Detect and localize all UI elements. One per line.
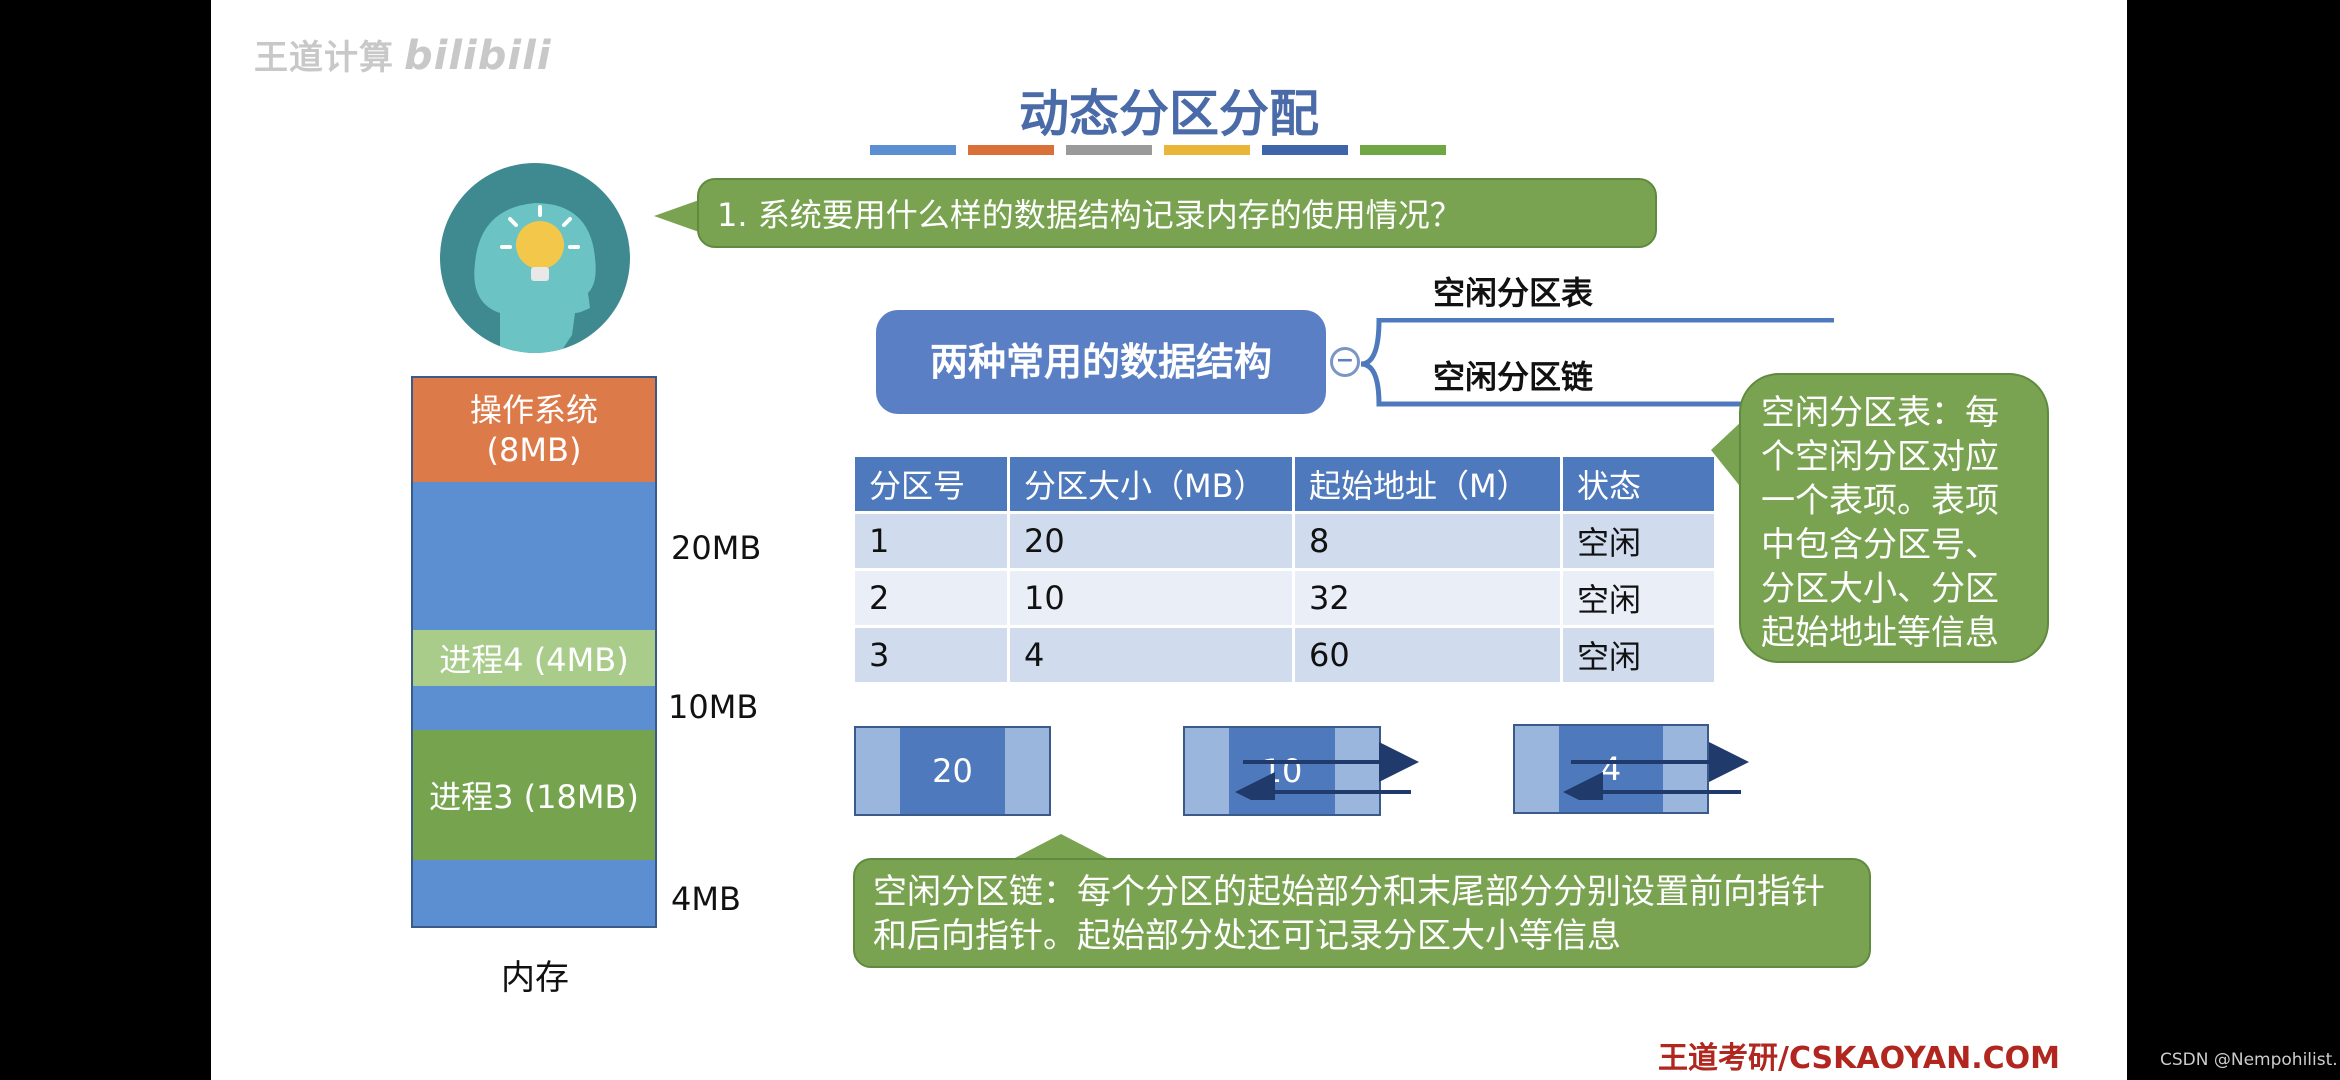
table-cell: 60 (1295, 628, 1560, 682)
chain-node-size: 20 (932, 752, 973, 790)
table-header-row: 分区号 分区大小（MB） 起始地址（M） 状态 (855, 457, 1714, 511)
chain-node-size: 4 (1600, 750, 1622, 788)
chain-node-front-pointer (856, 728, 900, 814)
branch-lines (1360, 318, 1834, 407)
memory-process4-label: 进程4 (4MB) (439, 641, 629, 679)
data-structures-node: 两种常用的数据结构 (876, 310, 1326, 414)
branch-free-partition-chain: 空闲分区链 (1433, 358, 1594, 396)
page-title: 动态分区分配 (1019, 85, 1319, 143)
memory-free-segment (413, 860, 655, 926)
question-callout-tail (654, 200, 699, 232)
memory-free-segment (413, 686, 655, 730)
title-color-bar (1262, 145, 1348, 155)
chain-node-back-pointer (1335, 728, 1379, 814)
watermark-site: bilibili (404, 33, 552, 79)
table-cell: 空闲 (1563, 628, 1714, 682)
memory-process4-segment: 进程4 (4MB) (413, 630, 655, 686)
chain-node-back-pointer (1663, 726, 1707, 812)
title-color-bar (1066, 145, 1152, 155)
table-cell: 空闲 (1563, 514, 1714, 568)
csdn-watermark: CSDN @Nempohilist. (2160, 1050, 2338, 1070)
chain-arrows (1235, 742, 1749, 800)
branch-free-partition-table: 空闲分区表 (1433, 274, 1594, 312)
head-lightbulb-icon (440, 163, 630, 353)
memory-process3-label: 进程3 (18MB) (429, 778, 639, 816)
footer-brand: 王道考研/CSKAOYAN.COM (1658, 1041, 2060, 1076)
watermark-brand: 王道计算 (254, 38, 394, 78)
memory-size-label: 4MB (671, 880, 741, 918)
chain-note-callout: 空闲分区链：每个分区的起始部分和末尾部分分别设置前向指针和后向指针。起始部分处还… (853, 858, 1871, 968)
memory-size-label: 10MB (668, 688, 759, 726)
table-row: 2 10 32 空闲 (855, 571, 1714, 625)
table-cell: 2 (855, 571, 1007, 625)
chain-node-front-pointer (1185, 728, 1229, 814)
table-header: 分区大小（MB） (1010, 457, 1292, 511)
memory-caption: 内存 (501, 958, 569, 998)
question-callout: 1. 系统要用什么样的数据结构记录内存的使用情况？ (697, 178, 1657, 248)
memory-size-label: 20MB (671, 529, 762, 567)
collapse-icon[interactable]: − (1330, 347, 1360, 377)
title-color-bar (870, 145, 956, 155)
title-color-bar (1164, 145, 1250, 155)
chain-note-callout-tail (1011, 834, 1111, 860)
chain-node: 4 (1513, 724, 1709, 814)
title-color-bar (968, 145, 1054, 155)
memory-free-segment (413, 482, 655, 630)
table-cell: 20 (1010, 514, 1292, 568)
table-header: 状态 (1563, 457, 1714, 511)
memory-os-segment: 操作系统 (8MB) (413, 378, 655, 482)
table-cell: 3 (855, 628, 1007, 682)
memory-diagram: 操作系统 (8MB) 进程4 (4MB) 进程3 (18MB) (411, 376, 657, 928)
table-cell: 1 (855, 514, 1007, 568)
table-note-callout: 空闲分区表：每个空闲分区对应一个表项。表项中包含分区号、分区大小、分区起始地址等… (1739, 373, 2049, 663)
memory-process3-segment: 进程3 (18MB) (413, 730, 655, 860)
memory-os-label: 操作系统 (8MB) (469, 391, 598, 469)
table-cell: 10 (1010, 571, 1292, 625)
table-row: 3 4 60 空闲 (855, 628, 1714, 682)
chain-node: 20 (854, 726, 1051, 816)
chain-node-front-pointer (1515, 726, 1559, 812)
table-note-callout-tail (1711, 420, 1743, 490)
table-cell: 8 (1295, 514, 1560, 568)
free-partition-table: 分区号 分区大小（MB） 起始地址（M） 状态 1 20 8 空闲 2 10 3… (852, 454, 1717, 685)
table-row: 1 20 8 空闲 (855, 514, 1714, 568)
table-cell: 空闲 (1563, 571, 1714, 625)
table-cell: 32 (1295, 571, 1560, 625)
table-header: 分区号 (855, 457, 1007, 511)
title-color-bars (870, 145, 1446, 155)
chain-node-back-pointer (1005, 728, 1049, 814)
table-cell: 4 (1010, 628, 1292, 682)
title-color-bar (1360, 145, 1446, 155)
table-header: 起始地址（M） (1295, 457, 1560, 511)
